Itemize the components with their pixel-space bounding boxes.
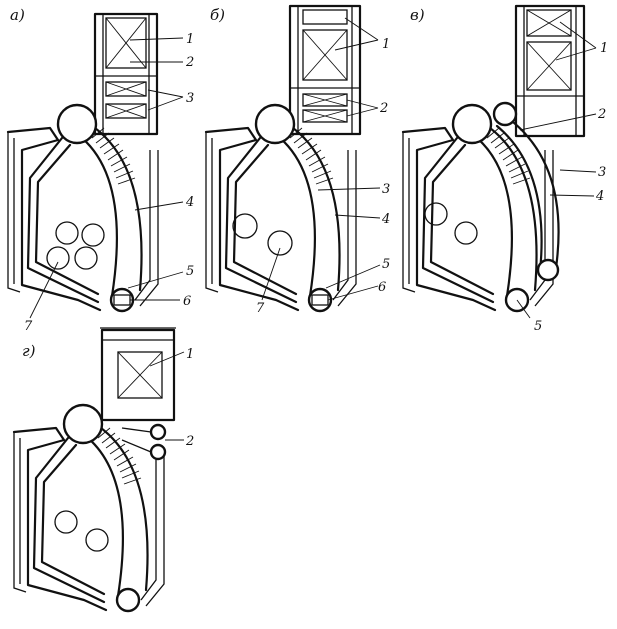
economizer-g-2 [149,443,167,461]
upper-drum-v-2 [492,101,518,127]
stack-g [100,327,176,422]
callout-g-2: 2 [185,434,194,449]
variant-b: б) [204,4,390,316]
burner-b-1 [232,213,258,239]
callout-g-1: 1 [186,347,194,362]
lower-drum-v-2 [536,258,560,282]
second-bundle-v [506,116,560,270]
boiler-body-g [12,403,166,613]
boiler-body-b [204,103,358,313]
callout-v-3: 3 [598,165,606,180]
burner-a-1 [55,221,79,245]
callout-a-1: 1 [186,32,194,47]
callout-b-3: 3 [382,182,390,197]
variant-b-title: б) [210,6,225,24]
stack-a [93,12,159,136]
callout-v-1: 1 [600,41,608,56]
callout-a-2: 2 [185,55,194,70]
callout-a-3: 3 [186,91,194,106]
boiler-body-a [6,103,160,313]
callout-b-4: 4 [381,212,390,227]
variant-g-title: г) [22,342,36,360]
variant-v: в) 1 2 3 4 [401,4,608,334]
burner-g-2 [85,528,109,552]
callout-a-6: 6 [183,294,191,309]
callout-v-5: 5 [534,319,542,334]
burner-v-2 [454,221,478,245]
variant-v-title: в) [410,6,425,24]
callout-b-7: 7 [256,301,265,316]
callout-b-1: 1 [382,37,390,52]
callout-b-5: 5 [382,257,390,272]
variant-a: а) [6,6,194,334]
burner-a-3 [46,246,70,270]
burner-a-4 [74,246,98,270]
stack-b [288,4,362,136]
callout-a-7: 7 [24,319,33,334]
economizer-g-1 [149,423,167,441]
callout-a-5: 5 [186,264,194,279]
burner-a-2 [81,223,105,247]
burner-v-1 [424,202,448,226]
callout-v-4: 4 [595,189,604,204]
callout-b-2: 2 [379,101,388,116]
variant-a-title: а) [10,6,25,24]
variant-g: г) 1 2 [12,327,194,613]
callout-v-2: 2 [597,107,606,122]
callout-a-4: 4 [185,195,194,210]
callout-b-6: 6 [378,280,386,295]
burner-g-1 [54,510,78,534]
stack-v [514,4,586,138]
burner-b-2 [267,230,293,256]
